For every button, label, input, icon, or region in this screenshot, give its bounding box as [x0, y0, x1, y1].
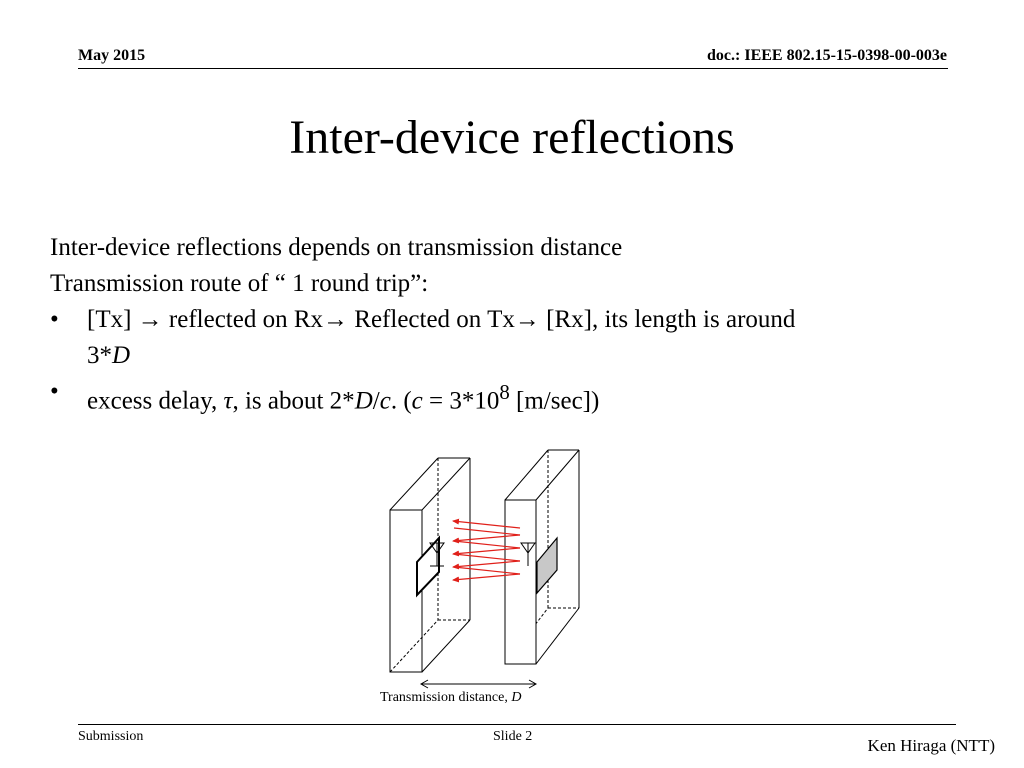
rx-panel: [536, 536, 558, 595]
variable-tau: τ: [223, 387, 233, 415]
b2-part-3: /: [372, 387, 380, 415]
header-doc-id: doc.: IEEE 802.15-15-0398-00-003e: [707, 47, 947, 64]
bullet-2-text: excess delay, τ, is about 2*D/c. (c = 3*…: [87, 374, 599, 419]
variable-d: D: [354, 387, 373, 415]
reflection-arrows: [452, 518, 521, 583]
caption-variable-d: D: [511, 690, 522, 705]
diagram-caption: Transmission distance, D: [380, 690, 521, 706]
variable-c: c: [411, 387, 423, 415]
tx-antenna-icon: [429, 542, 445, 567]
bullet-marker: •: [50, 306, 59, 333]
bullet-1-cont-prefix: 3*: [87, 342, 112, 369]
footer-submission: Submission: [78, 729, 144, 744]
reflection-diagram: [389, 449, 580, 689]
footer-divider: [78, 724, 956, 725]
distance-arrow: [419, 679, 538, 689]
header-date: May 2015: [78, 47, 146, 64]
bullet-item-1: • [Tx] → reflected on Rx→ Reflected on T…: [50, 302, 970, 338]
caption-text: Transmission distance,: [380, 690, 512, 705]
slide-body: Inter-device reflections depends on tran…: [50, 230, 970, 419]
footer-author: Ken Hiraga (NTT): [867, 736, 995, 755]
b2-part-1: excess delay,: [87, 387, 224, 415]
rx-antenna-icon: [520, 542, 536, 566]
slide-title: Inter-device reflections: [289, 111, 735, 164]
bullet-marker: •: [50, 378, 59, 405]
body-line-2: Transmission route of “ 1 round trip”:: [50, 270, 429, 297]
bullet-1-text: [Tx] → reflected on Rx→ Reflected on Tx→…: [87, 306, 796, 333]
variable-c: c: [379, 387, 391, 415]
b2-part-2: , is about 2*: [232, 387, 355, 415]
body-line-1: Inter-device reflections depends on tran…: [50, 234, 623, 261]
b2-part-6: [m/sec]): [509, 387, 600, 415]
b2-part-5: = 3*10: [422, 387, 500, 415]
bullet-item-2: • excess delay, τ, is about 2*D/c. (c = …: [50, 374, 970, 419]
bullet-1-continuation: 3*D: [50, 338, 970, 374]
exponent: 8: [499, 380, 510, 404]
variable-d: D: [112, 342, 131, 369]
b2-part-4: . (: [390, 387, 412, 415]
header-divider: [78, 68, 948, 69]
slide-number: Slide 2: [493, 729, 533, 744]
